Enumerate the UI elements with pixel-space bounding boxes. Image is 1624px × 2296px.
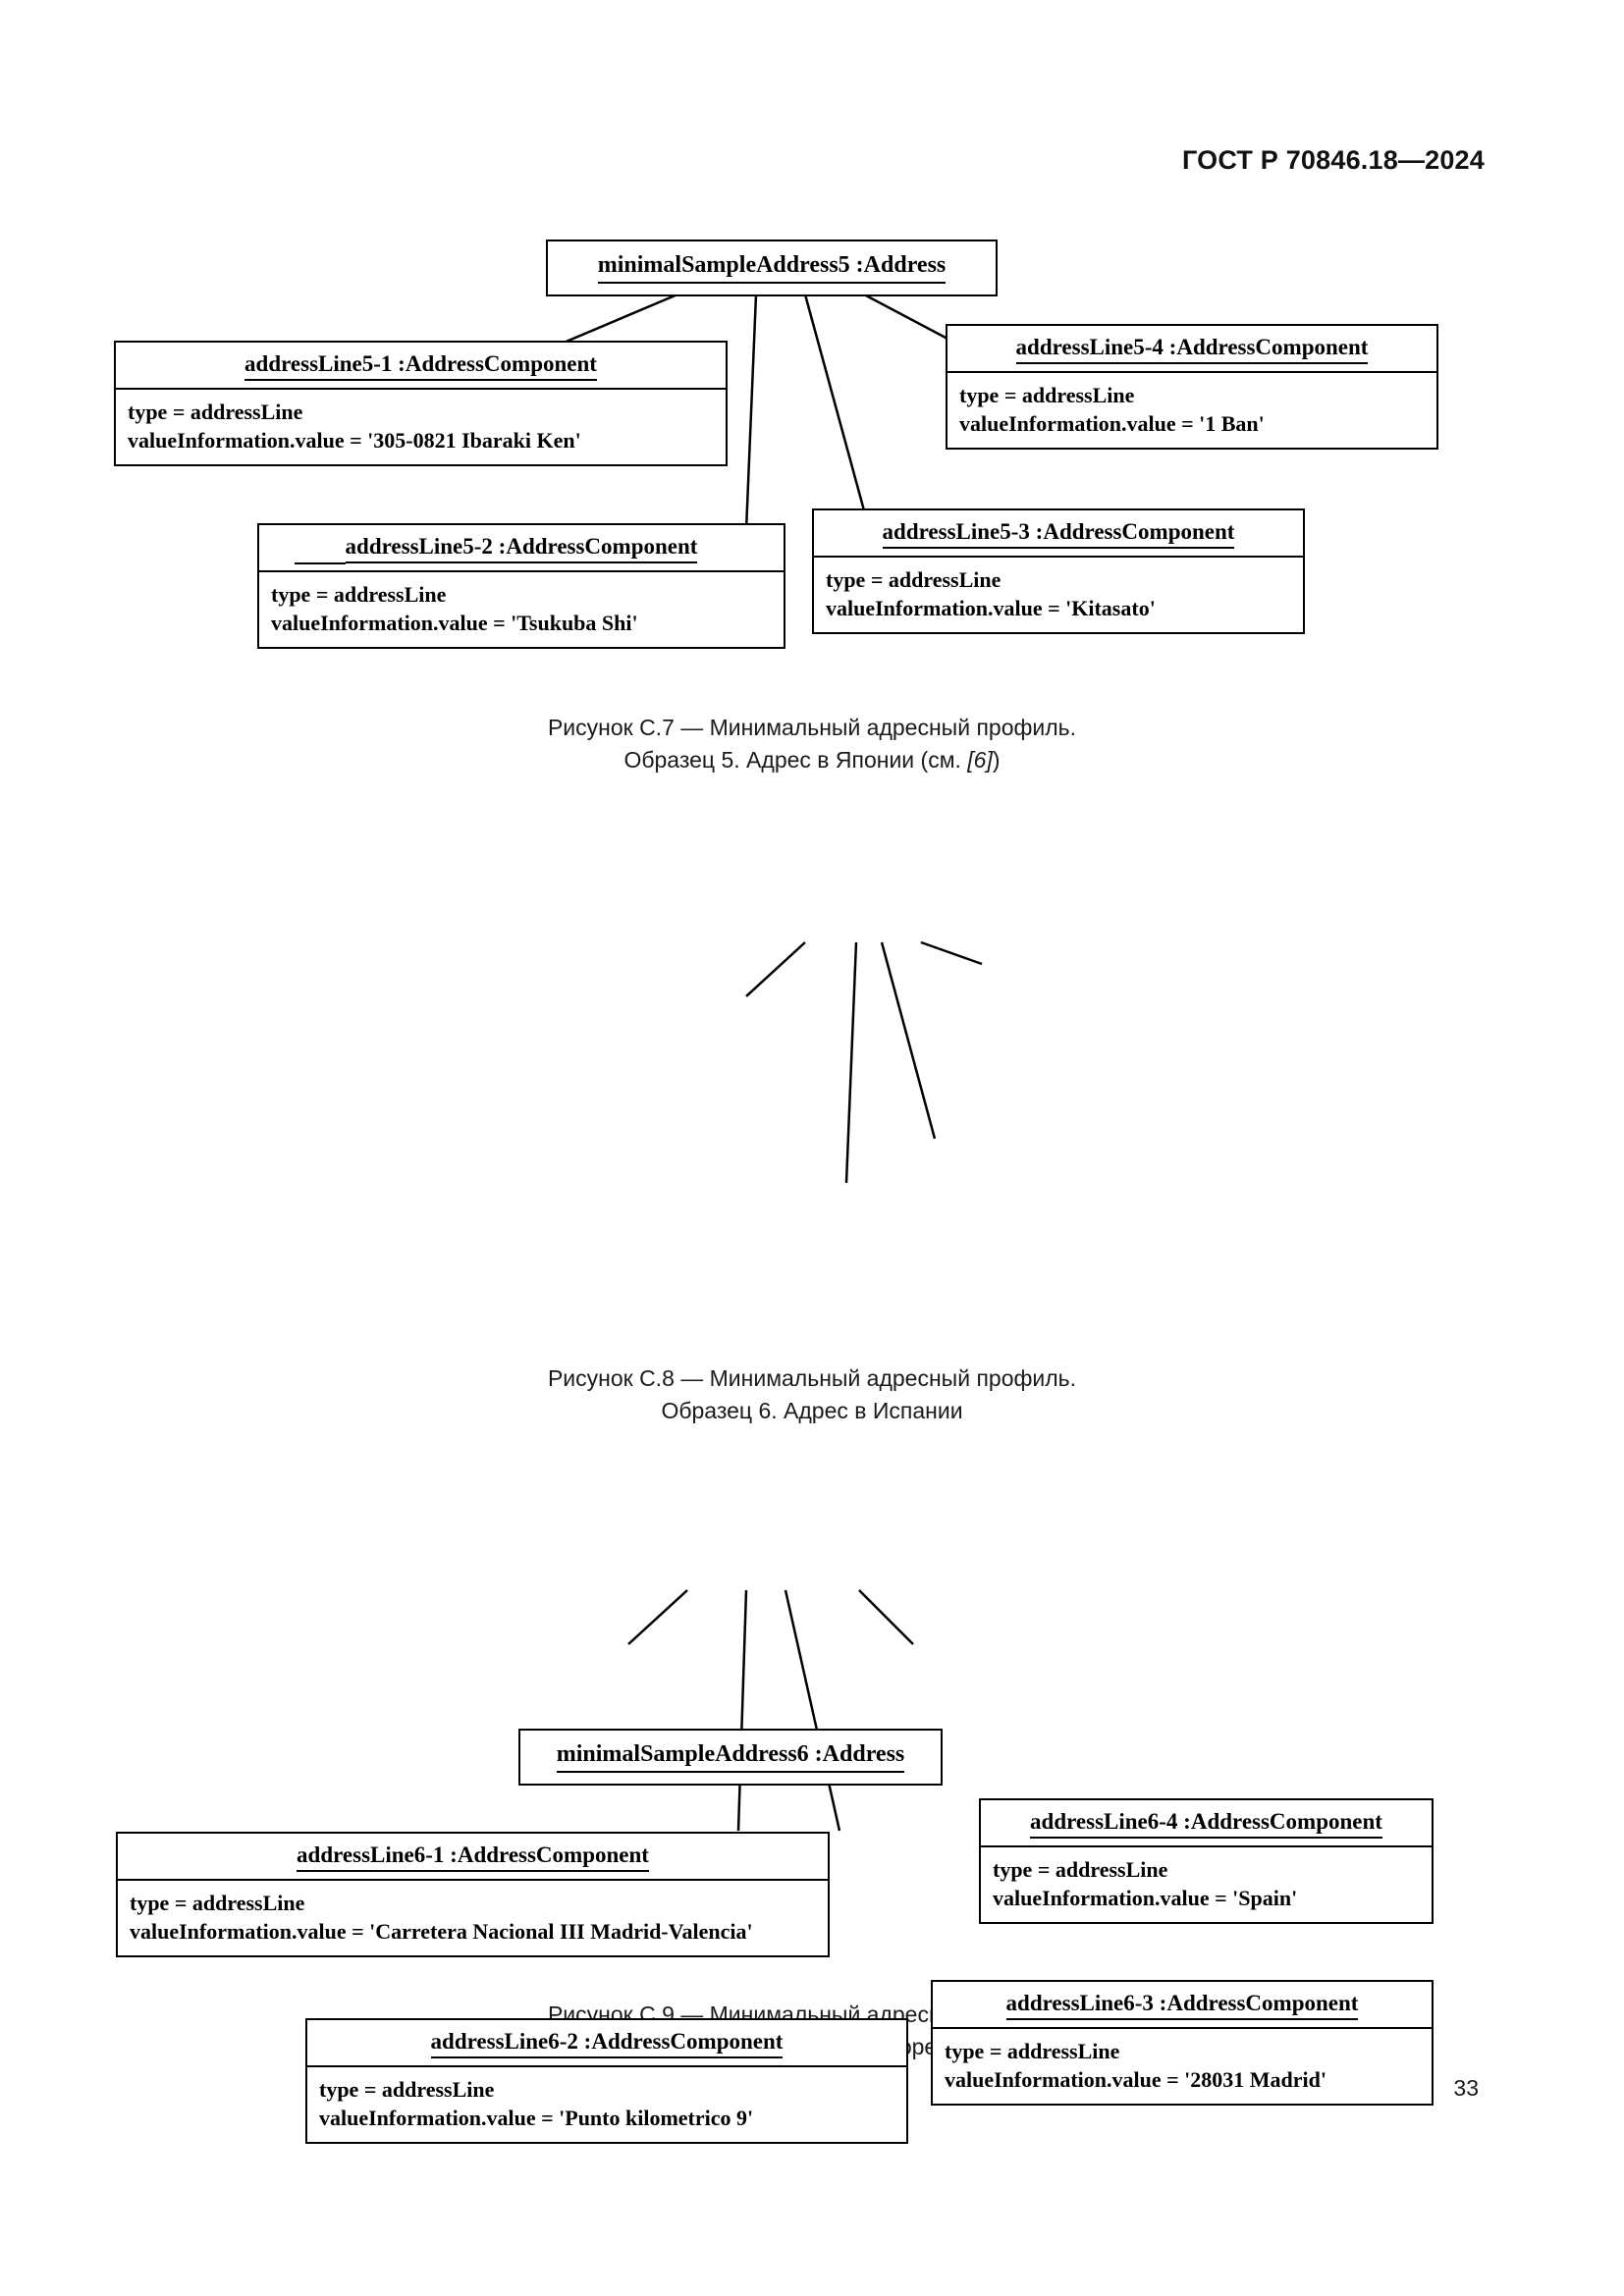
caption-text: Образец 6. Адрес в Испании: [661, 1397, 963, 1423]
object-box-attributes: type = addressLine valueInformation.valu…: [259, 572, 784, 646]
compartment-divider: [118, 1879, 828, 1882]
caption-line-2: Образец 6. Адрес в Испании: [0, 1395, 1624, 1427]
attribute-value: valueInformation.value = '305-0821 Ibara…: [128, 427, 581, 453]
link-root-to-5-2: [744, 294, 758, 531]
compartment-divider: [116, 388, 726, 391]
object-box-attributes: type = addressLine valueInformation.valu…: [947, 373, 1436, 447]
object-box-addressLine6-4[interactable]: addressLine6-4 :AddressComponent type = …: [979, 1798, 1434, 1924]
attribute-value: valueInformation.value = '28031 Madrid': [945, 2066, 1326, 2092]
object-box-addressLine5-2[interactable]: addressLine5-2 :AddressComponent type = …: [257, 523, 785, 649]
link-root-to-7-1: [627, 1589, 688, 1645]
object-box-title: addressLine5-2 :AddressComponent: [259, 525, 784, 570]
object-box-attributes: type = addressLine valueInformation.valu…: [116, 390, 726, 463]
figure-c7-diagram: minimalSampleAddress5 :Address addressLi…: [0, 0, 1624, 805]
attribute-type: type = addressLine: [130, 1891, 305, 1916]
object-box-addressLine6-1[interactable]: addressLine6-1 :AddressComponent type = …: [116, 1832, 830, 1957]
compartment-divider: [933, 2027, 1432, 2030]
compartment-divider: [307, 2065, 906, 2068]
object-box-addressLine6-3[interactable]: addressLine6-3 :AddressComponent type = …: [931, 1980, 1434, 2106]
attribute-type: type = addressLine: [959, 383, 1135, 408]
figure-c8-connectors: [745, 940, 983, 1184]
object-box-title: minimalSampleAddress5 :Address: [548, 241, 996, 294]
object-box-title: addressLine5-3 :AddressComponent: [814, 510, 1303, 556]
object-box-attributes: type = addressLine valueInformation.valu…: [814, 558, 1303, 631]
object-box-title: addressLine6-2 :AddressComponent: [307, 2020, 906, 2065]
link-root-to-6-1: [745, 941, 806, 997]
object-box-minimalSampleAddress6[interactable]: minimalSampleAddress6 :Address: [518, 1729, 943, 1786]
caption-line-2: Образец 5. Адрес в Японии (см. [6]): [0, 744, 1624, 776]
compartment-divider: [259, 570, 784, 573]
object-box-title: minimalSampleAddress6 :Address: [520, 1731, 941, 1784]
attribute-value: valueInformation.value = '1 Ban': [959, 410, 1265, 436]
object-box-attributes: type = addressLine valueInformation.valu…: [933, 2029, 1432, 2103]
figure-c7-caption: Рисунок С.7 — Минимальный адресный профи…: [0, 712, 1624, 775]
compartment-divider: [947, 371, 1436, 374]
link-root-to-5-4: [863, 293, 948, 341]
object-box-addressLine6-2[interactable]: addressLine6-2 :AddressComponent type = …: [305, 2018, 908, 2144]
attribute-type: type = addressLine: [319, 2077, 495, 2103]
object-box-title: addressLine5-4 :AddressComponent: [947, 326, 1436, 371]
caption-line-1: Рисунок С.7 — Минимальный адресный профи…: [547, 715, 1077, 740]
attribute-value: valueInformation.value = 'Punto kilometr…: [319, 2105, 754, 2130]
object-box-title: addressLine6-4 :AddressComponent: [981, 1800, 1432, 1845]
object-box-addressLine5-4[interactable]: addressLine5-4 :AddressComponent type = …: [946, 324, 1438, 450]
attribute-type: type = addressLine: [128, 400, 303, 425]
link-root-to-5-3: [803, 294, 866, 511]
attribute-type: type = addressLine: [271, 582, 447, 608]
caption-text: Образец 5. Адрес в Японии (см.: [623, 746, 968, 773]
link-root-to-6-2: [844, 941, 858, 1184]
page-number: 33: [1453, 2075, 1479, 2101]
attribute-value: valueInformation.value = 'Kitasato': [826, 595, 1156, 620]
compartment-divider: [981, 1845, 1432, 1848]
attribute-type: type = addressLine: [993, 1857, 1168, 1883]
object-box-attributes: type = addressLine valueInformation.valu…: [981, 1847, 1432, 1921]
document-header-standard-id: ГОСТ Р 70846.18—2024: [1182, 145, 1485, 175]
attribute-type: type = addressLine: [945, 2039, 1120, 2064]
link-root-to-6-3: [880, 941, 937, 1140]
caption-reference: [6]: [967, 746, 993, 773]
object-box-addressLine5-3[interactable]: addressLine5-3 :AddressComponent type = …: [812, 508, 1305, 634]
object-box-addressLine5-1[interactable]: addressLine5-1 :AddressComponent type = …: [114, 341, 728, 466]
link-root-to-7-2: [736, 1589, 748, 1832]
caption-text-tail: ): [992, 746, 1001, 773]
object-box-minimalSampleAddress5[interactable]: minimalSampleAddress5 :Address: [546, 240, 998, 296]
link-root-to-7-3: [784, 1589, 841, 1832]
figure-c8-caption: Рисунок С.8 — Минимальный адресный профи…: [0, 1362, 1624, 1426]
attribute-value: valueInformation.value = 'Tsukuba Shi': [271, 610, 638, 635]
attribute-value: valueInformation.value = 'Spain': [993, 1885, 1298, 1910]
attribute-value: valueInformation.value = 'Carretera Naci…: [130, 1918, 753, 1944]
link-root-to-6-4: [920, 940, 983, 966]
object-box-attributes: type = addressLine valueInformation.valu…: [307, 2067, 906, 2141]
object-box-attributes: type = addressLine valueInformation.valu…: [118, 1881, 828, 1954]
object-box-title: addressLine6-1 :AddressComponent: [118, 1834, 828, 1879]
figure-c8-diagram: minimalSampleAddress6 :Address addressLi…: [0, 844, 1624, 2144]
object-box-title: addressLine6-3 :AddressComponent: [933, 1982, 1432, 2027]
compartment-divider: [814, 556, 1303, 559]
link-root-to-7-4: [858, 1589, 914, 1645]
attribute-type: type = addressLine: [826, 567, 1001, 593]
object-box-title: addressLine5-1 :AddressComponent: [116, 343, 726, 388]
caption-line-1: Рисунок С.8 — Минимальный адресный профи…: [547, 1365, 1077, 1391]
